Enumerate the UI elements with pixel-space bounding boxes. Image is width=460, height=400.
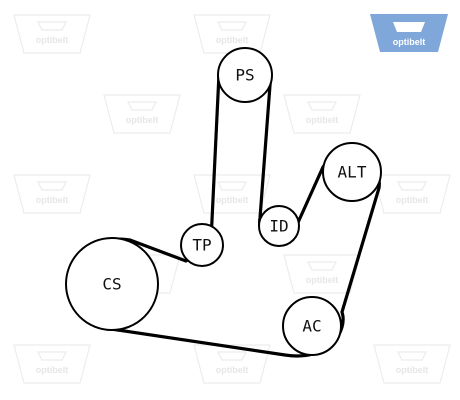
pulley-ac: AC [282, 296, 342, 356]
watermark-text: optibelt [216, 365, 249, 375]
watermark-text: optibelt [306, 275, 339, 285]
watermark-text: optibelt [36, 195, 69, 205]
pulley-alt-label: ALT [338, 163, 367, 182]
optibelt-logo: optibelt [370, 14, 448, 52]
pulley-cs-circle [65, 237, 159, 331]
watermark-logo: optibelt [103, 94, 181, 134]
watermark-text: optibelt [36, 35, 69, 45]
pulley-tp: TP [180, 223, 224, 267]
pulley-id: ID [258, 205, 300, 247]
logo-belt-icon [393, 22, 425, 32]
pulley-ac-circle [282, 296, 342, 356]
pulley-ps: PS [217, 47, 273, 103]
watermark-text: optibelt [216, 35, 249, 45]
watermark-logo: optibelt [373, 174, 451, 214]
watermark-grid: optibelt optibelt optibelt optibelt optibelt… [13, 14, 451, 384]
watermark-text: optibelt [306, 115, 339, 125]
watermark-logo: optibelt [193, 344, 271, 384]
pulley-ac-label: AC [302, 317, 321, 336]
pulley-id-label: ID [269, 217, 288, 236]
pulley-tp-label: TP [192, 236, 211, 255]
watermark-logo: optibelt [13, 174, 91, 214]
watermark-logo: optibelt [13, 14, 91, 54]
watermark-logo: optibelt [283, 94, 361, 134]
logo-text: optibelt [393, 37, 426, 47]
watermark-text: optibelt [216, 195, 249, 205]
watermark-logo: optibelt [193, 14, 271, 54]
pulley-ps-label: PS [235, 66, 254, 85]
pulley-cs-label: CS [102, 275, 121, 294]
watermark-logo: optibelt [373, 344, 451, 384]
watermark-text: optibelt [396, 365, 429, 375]
pulley-ps-circle [217, 47, 273, 103]
watermark-logo: optibelt [13, 344, 91, 384]
watermark-text: optibelt [396, 195, 429, 205]
watermark-text: optibelt [126, 115, 159, 125]
watermark-logo: optibelt [193, 174, 271, 214]
pulley-alt-circle [322, 142, 382, 202]
pulley-tp-circle [180, 223, 224, 267]
logo-shield [370, 14, 448, 52]
pulley-alt: ALT [322, 142, 382, 202]
pulley-id-circle [258, 205, 300, 247]
watermark-text: optibelt [36, 365, 69, 375]
watermark-logo: optibelt [283, 254, 361, 294]
pulley-cs: CS [65, 237, 159, 331]
